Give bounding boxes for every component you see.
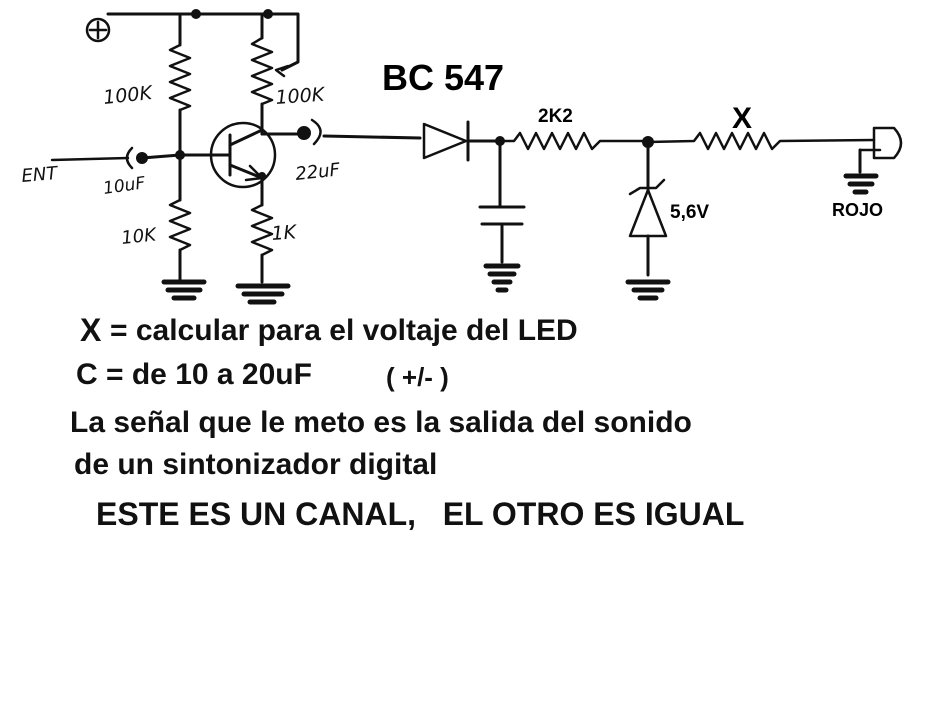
plus-supply-icon	[85, 17, 111, 43]
c-note-text: C = de 10 a 20uF	[76, 358, 312, 391]
input-label: ENT	[21, 163, 61, 187]
channel-note: ESTE ES UN CANAL, EL OTRO ES IGUAL	[96, 496, 745, 532]
signal-note-line1: La señal que le meto es la salida del so…	[70, 406, 692, 439]
rail-node-right	[263, 9, 273, 19]
resistor-100k-right	[250, 12, 290, 132]
plus-symbol-text: +	[0, 0, 1, 1]
ground-led-icon	[843, 173, 879, 195]
label-zener: 5,6V	[670, 202, 709, 223]
label-22uf: 22uF	[294, 159, 341, 185]
signal-note-line2: de un sintonizador digital	[74, 448, 438, 481]
label-100k-left: 100K	[102, 82, 154, 109]
label-x-resistor: X	[732, 102, 752, 135]
led-icon	[858, 126, 903, 174]
filter-capacitor	[478, 139, 526, 264]
resistor-10k	[168, 153, 192, 282]
label-led-rojo: ROJO	[832, 200, 883, 220]
resistor-100k-left	[168, 12, 198, 157]
transistor-bc547	[178, 121, 277, 189]
label-2k2: 2K2	[538, 106, 573, 127]
c-note-paren: ( +/- )	[386, 362, 449, 392]
resistor-x	[646, 131, 876, 151]
emitter-node	[258, 172, 266, 180]
ground-zener-icon	[625, 279, 671, 301]
ground-capacitor-icon	[483, 263, 521, 293]
supply-rail	[106, 12, 300, 72]
input-capacitor-10uf	[50, 146, 182, 170]
label-1k: 1K	[271, 221, 299, 245]
zener-diode-icon	[628, 140, 668, 277]
x-note-text: = calcular para el voltaje del LED	[110, 314, 578, 347]
ground-left-icon	[161, 279, 207, 301]
label-10k: 10K	[120, 224, 158, 249]
resistor-1k	[250, 176, 274, 284]
output-capacitor-22uf	[260, 118, 422, 146]
label-10uf: 10uF	[102, 173, 147, 199]
ground-emitter-icon	[235, 283, 291, 305]
label-100k-right: 100K	[275, 84, 327, 109]
diode-icon	[422, 120, 502, 162]
x-note-symbol: X	[80, 312, 102, 348]
resistor-2k2	[498, 131, 648, 151]
transistor-label: BC 547	[382, 57, 504, 98]
